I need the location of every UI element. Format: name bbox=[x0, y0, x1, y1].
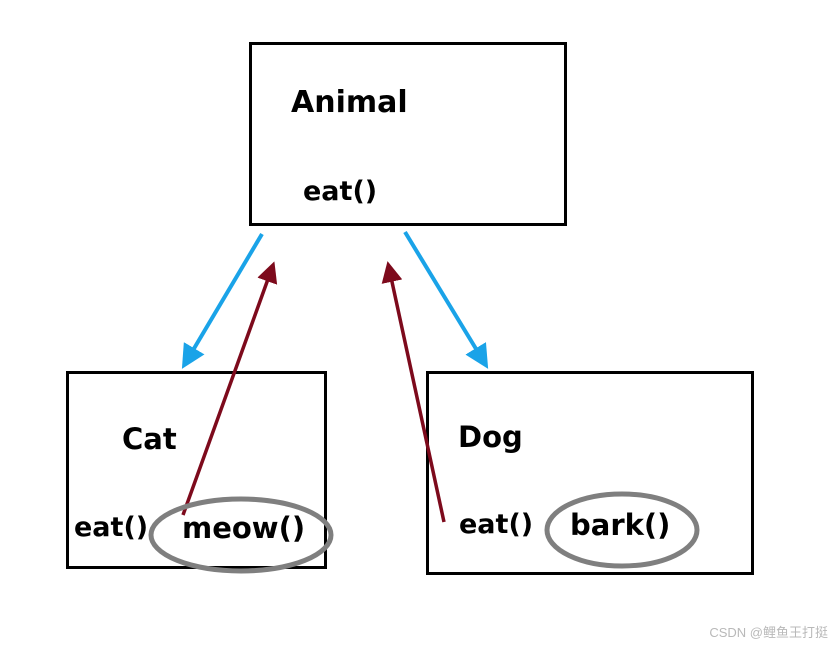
cat-meow-method: meow() bbox=[182, 511, 306, 545]
cat-class-name: Cat bbox=[122, 422, 177, 456]
inherit-arrow-dog bbox=[403, 230, 489, 369]
animal-class-box bbox=[249, 42, 567, 226]
meow-highlight-ellipse bbox=[148, 496, 334, 574]
inherit-arrow-cat bbox=[181, 232, 264, 369]
dog-class-box bbox=[426, 371, 754, 575]
upcast-arrow-dog bbox=[381, 261, 446, 523]
dog-eat-method: eat() bbox=[459, 509, 534, 540]
bark-highlight-ellipse bbox=[544, 491, 700, 569]
upcast-arrow-cat bbox=[181, 261, 278, 516]
animal-eat-method: eat() bbox=[303, 176, 378, 207]
cat-class-box bbox=[66, 371, 327, 569]
dog-bark-method: bark() bbox=[570, 508, 671, 542]
dog-class-name: Dog bbox=[458, 420, 523, 454]
watermark: CSDN @鲤鱼王打挺 bbox=[709, 625, 828, 640]
cat-eat-method: eat() bbox=[74, 512, 149, 543]
animal-class-name: Animal bbox=[291, 85, 408, 120]
